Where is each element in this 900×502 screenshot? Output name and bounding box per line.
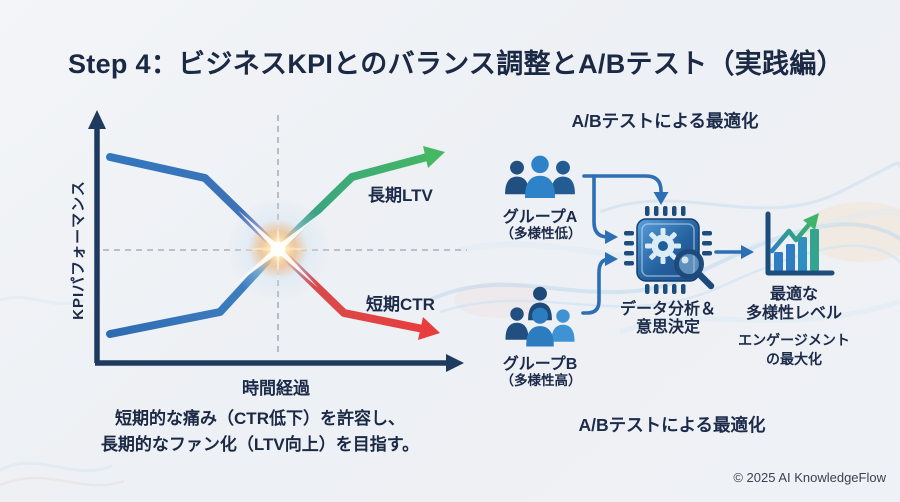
ctr-arrowhead xyxy=(418,317,440,340)
gear-icon xyxy=(645,228,681,264)
arrow-group-b-to-chip xyxy=(581,257,612,315)
wave-line xyxy=(0,461,113,473)
group-a-label: グループA xyxy=(502,209,578,226)
kpi-tradeoff-chart xyxy=(88,110,467,372)
wave-line xyxy=(599,161,900,214)
result-label-line1: 最適な xyxy=(769,286,818,303)
group-b-people-icon xyxy=(505,286,575,347)
crossing-flare xyxy=(226,197,330,301)
processor-chip-icon xyxy=(624,206,715,294)
warm-glow-decoration xyxy=(804,202,900,262)
x-axis-label: 時間経過 xyxy=(242,379,310,398)
growth-chart-icon xyxy=(765,211,835,276)
x-axis-arrowhead xyxy=(446,354,464,372)
chart-axes xyxy=(88,110,464,372)
group-a-sublabel: （多様性低） xyxy=(500,226,582,241)
result-sublabel: エンゲージメント の最大化 xyxy=(712,331,876,369)
slide-title: Step 4：ビジネスKPIとのバランス調整とA/Bテスト（実践編） xyxy=(68,49,844,79)
growth-arrowhead xyxy=(803,213,819,230)
processor-label-line2: 意思決定 xyxy=(635,319,700,337)
group-b-sublabel: （多様性高） xyxy=(500,373,582,388)
flow-header-top: A/Bテストによる最適化 xyxy=(571,111,759,131)
group-a-people-icon xyxy=(505,155,575,198)
y-axis-arrowhead xyxy=(88,110,106,129)
ltv-arrowhead xyxy=(423,146,445,168)
wave-line xyxy=(619,298,900,335)
result-label: 最適な 多様性レベル xyxy=(724,285,864,323)
pink-glow-decoration xyxy=(454,282,546,318)
flow-header-bottom: A/Bテストによる最適化 xyxy=(578,415,766,435)
growth-chart-axes xyxy=(765,211,835,276)
group-b-label: グループB xyxy=(502,356,578,373)
arrow-group-a-to-chip-top xyxy=(582,174,663,198)
wave-line xyxy=(0,476,125,487)
chip-pins xyxy=(624,206,712,294)
result-label-line2: 多様性レベル xyxy=(745,305,842,323)
ltv-line-label: 長期LTV xyxy=(368,186,433,205)
flow-arrowheads xyxy=(605,192,754,266)
magnifier-icon xyxy=(674,249,715,290)
ctr-line-label: 短期CTR xyxy=(366,295,435,314)
wave-line xyxy=(439,244,900,314)
processor-label-line1: データ分析＆ xyxy=(619,301,716,318)
result-sublabel-line1: エンゲージメント xyxy=(738,332,850,348)
processor-label: データ分析＆ 意思決定 xyxy=(598,301,738,338)
ab-test-flow-diagram xyxy=(505,155,835,347)
chart-caption-line2: 長期的なファン化（LTV向上）を目指す。 xyxy=(100,434,420,454)
wave-line xyxy=(459,208,900,263)
chart-caption: 短期的な痛み（CTR低下）を許容し、 長期的なファン化（LTV向上）を目指す。 xyxy=(60,406,460,457)
result-sublabel-line2: の最大化 xyxy=(766,350,822,367)
copyright-notice: © 2025 AI KnowledgeFlow xyxy=(733,470,886,485)
wave-line xyxy=(0,295,85,306)
y-axis-label: KPIパフォーマンス xyxy=(70,180,87,320)
chart-caption-line1: 短期的な痛み（CTR低下）を許容し、 xyxy=(115,409,405,428)
